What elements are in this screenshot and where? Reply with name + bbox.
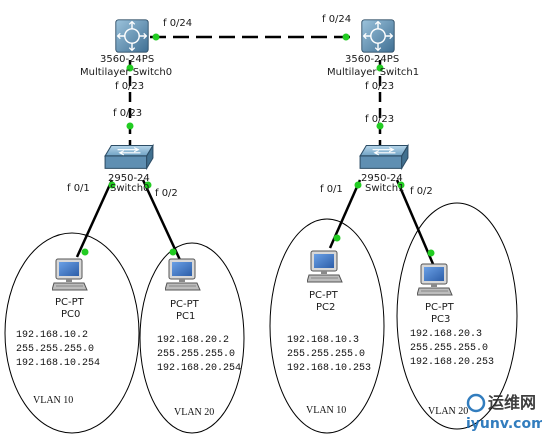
port-label-sw1-f023: f 0/23 bbox=[365, 114, 394, 125]
pc3-type-label: PC-PT bbox=[425, 302, 455, 313]
ms1-model-label: 3560-24PS bbox=[345, 54, 399, 65]
watermark: 运维网 iyunv.com bbox=[466, 393, 542, 432]
pc1-vlan-label: VLAN 20 bbox=[174, 407, 214, 418]
vlan-ellipse-pc0 bbox=[4, 232, 140, 434]
pc3-vlan-label: VLAN 20 bbox=[428, 406, 468, 417]
switch0[interactable] bbox=[104, 144, 154, 169]
pc0-vlan-label: VLAN 10 bbox=[33, 395, 73, 406]
link-sw1-pc3[interactable] bbox=[395, 179, 435, 265]
pc2-type-label: PC-PT bbox=[309, 290, 339, 301]
pc3-gateway: 192.168.20.253 bbox=[410, 357, 494, 368]
pc0-gateway: 192.168.10.254 bbox=[16, 358, 100, 369]
pc0-ip: 192.168.10.2 bbox=[16, 330, 88, 341]
pc1-ip: 192.168.20.2 bbox=[157, 335, 229, 346]
port-label-ms0-f024: f 0/24 bbox=[163, 18, 192, 29]
pc3-icon[interactable] bbox=[417, 263, 453, 296]
pc1-icon[interactable] bbox=[165, 258, 201, 291]
pc2-mask: 255.255.255.0 bbox=[287, 349, 365, 360]
watermark-url: iyunv.com bbox=[466, 416, 542, 432]
pc0-name-label: PC0 bbox=[61, 309, 80, 320]
pc1-type-label: PC-PT bbox=[170, 299, 200, 310]
vlan-ellipse-pc2 bbox=[269, 218, 385, 434]
port-label-sw0-f023: f 0/23 bbox=[113, 108, 142, 119]
port-label-ms0-f023: f 0/23 bbox=[115, 81, 144, 92]
pc1-mask: 255.255.255.0 bbox=[157, 349, 235, 360]
ms0-model-label: 3560-24PS bbox=[100, 54, 154, 65]
sw1-name-label: Switch1 bbox=[365, 183, 404, 194]
pc3-ip: 192.168.20.3 bbox=[410, 329, 482, 340]
link-sw0-pc0[interactable] bbox=[75, 179, 114, 258]
ms1-name-label: Multilayer Switch1 bbox=[327, 67, 419, 78]
port-label-sw0-f02: f 0/2 bbox=[155, 188, 178, 199]
pc1-gateway: 192.168.20.254 bbox=[157, 363, 241, 374]
multilayer-switch0[interactable] bbox=[115, 19, 149, 53]
pc0-mask: 255.255.255.0 bbox=[16, 344, 94, 355]
vlan-ellipse-pc1 bbox=[139, 242, 245, 434]
pc3-mask: 255.255.255.0 bbox=[410, 343, 488, 354]
vlan-ellipse-pc3 bbox=[396, 202, 518, 430]
pc2-gateway: 192.168.10.253 bbox=[287, 363, 371, 374]
pc3-name-label: PC3 bbox=[431, 314, 450, 325]
pc2-icon[interactable] bbox=[307, 250, 343, 283]
pc0-type-label: PC-PT bbox=[55, 297, 85, 308]
multilayer-switch1[interactable] bbox=[361, 19, 395, 53]
watermark-logo-icon bbox=[466, 393, 486, 413]
port-dots bbox=[81, 33, 435, 257]
ms0-name-label: Multilayer Switch0 bbox=[80, 67, 172, 78]
port-label-ms1-f023: f 0/23 bbox=[365, 81, 394, 92]
sw0-name-label: Switch0 bbox=[110, 183, 149, 194]
pc2-name-label: PC2 bbox=[316, 302, 335, 313]
watermark-cn: 运维网 bbox=[488, 393, 536, 412]
sw0-model-label: 2950-24 bbox=[108, 173, 150, 184]
pc0-icon[interactable] bbox=[52, 258, 88, 291]
sw1-model-label: 2950-24 bbox=[361, 173, 403, 184]
port-label-ms1-f024: f 0/24 bbox=[322, 14, 351, 25]
link-sw0-pc1[interactable] bbox=[141, 179, 182, 261]
pc2-ip: 192.168.10.3 bbox=[287, 335, 359, 346]
pc2-vlan-label: VLAN 10 bbox=[306, 405, 346, 416]
switch1[interactable] bbox=[359, 144, 409, 169]
pc1-name-label: PC1 bbox=[176, 311, 195, 322]
port-label-sw0-f01: f 0/1 bbox=[67, 183, 90, 194]
port-label-sw1-f02: f 0/2 bbox=[410, 186, 433, 197]
port-label-sw1-f01: f 0/1 bbox=[320, 184, 343, 195]
